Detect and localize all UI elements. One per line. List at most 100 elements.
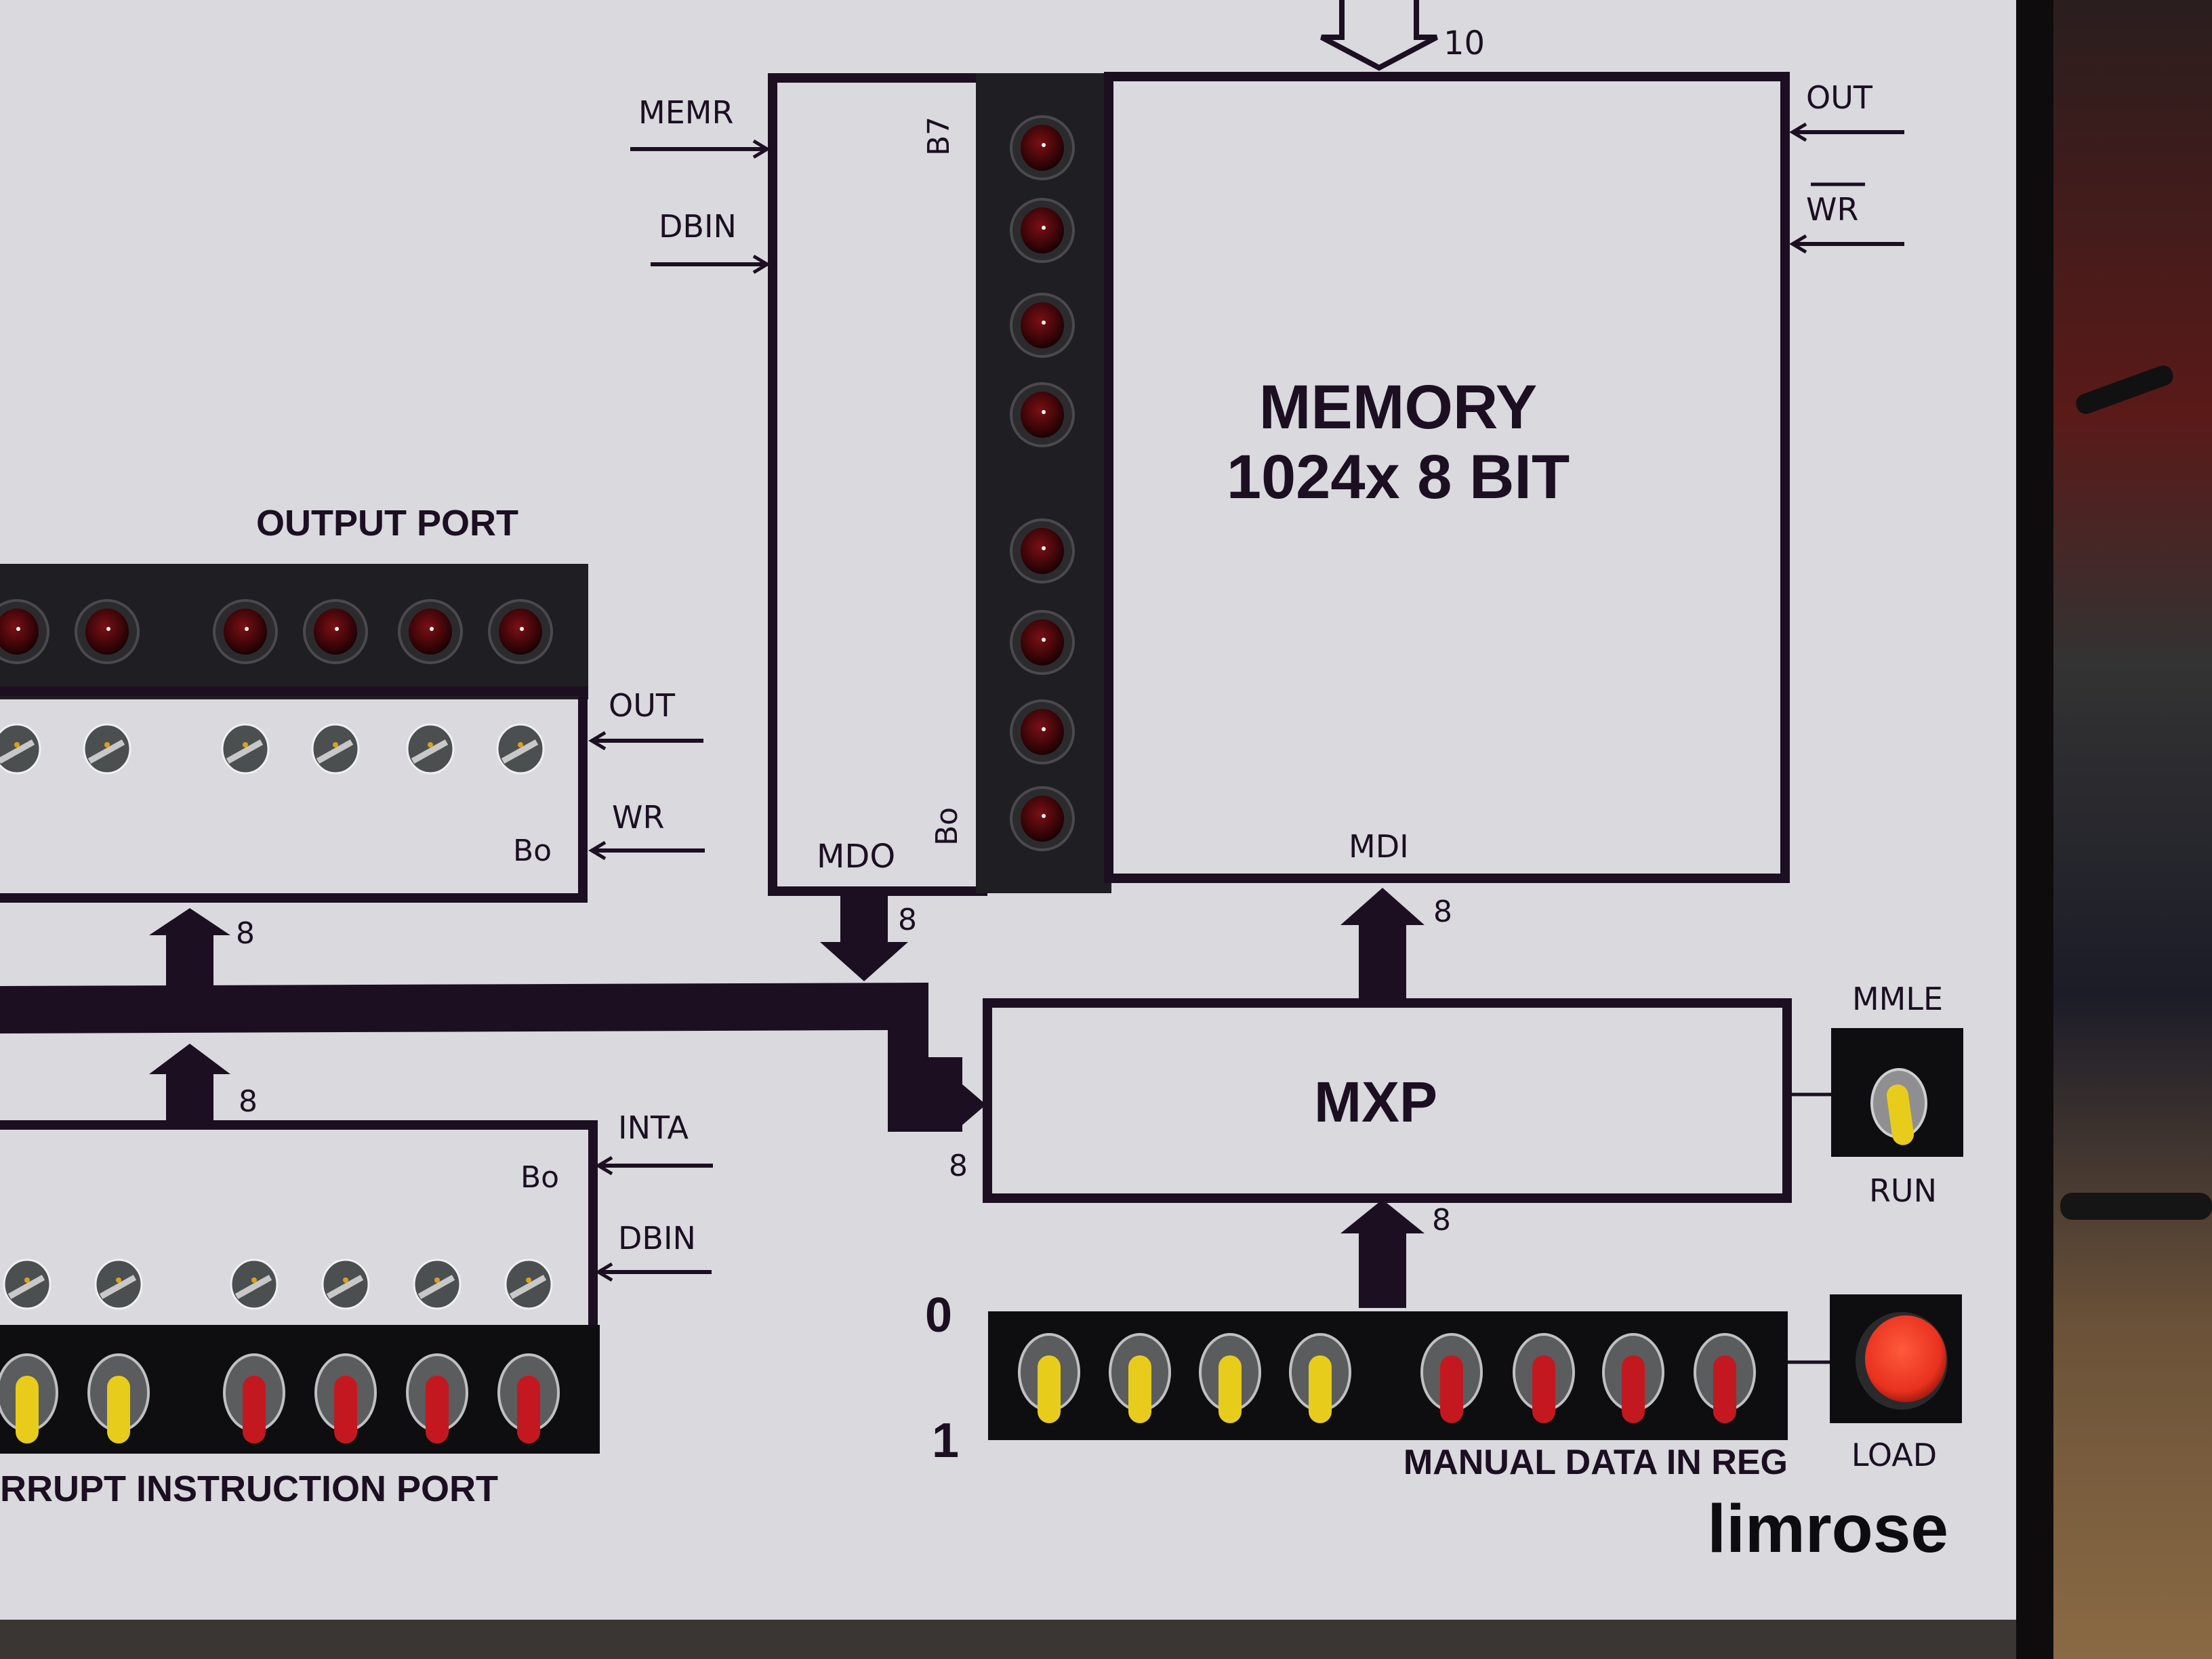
- memory-title: MEMORY: [1259, 373, 1538, 442]
- one-label: 1: [932, 1414, 959, 1468]
- manual-reg-toggle-strip: [988, 1311, 1788, 1440]
- interrupt-port-toggle-switch[interactable]: [497, 1353, 560, 1443]
- panel-frame-edge: [2016, 0, 2053, 1659]
- output-port-led: [488, 599, 553, 664]
- output-port-title: OUTPUT PORT: [256, 503, 518, 544]
- memory-led-strip: [976, 73, 1111, 893]
- output-port-b0-label: Bo: [513, 834, 552, 868]
- mdo-down-arrow-icon: [820, 895, 908, 981]
- output-port-led: [398, 599, 463, 664]
- manual-reg-toggle-switch-bit-0[interactable]: [1694, 1333, 1756, 1423]
- output-port-socket: [406, 723, 455, 775]
- mmle-label: MMLE: [1852, 981, 1943, 1017]
- wr-arrow-icon: [1789, 234, 1807, 254]
- wr-arrow-icon: [588, 840, 607, 861]
- run-label: RUN: [1869, 1172, 1937, 1209]
- output-port-bus-width: 8: [236, 916, 255, 951]
- memory-mdo-label: MDO: [817, 838, 895, 876]
- memory-led-2: [1010, 610, 1075, 675]
- output-port: OUTPUT PORT Bo OUT WR 8: [0, 503, 705, 986]
- manual-reg-title: MANUAL DATA IN REG: [1404, 1443, 1788, 1482]
- mdi-width: 8: [1433, 895, 1452, 929]
- dbin-arrow-icon: [595, 1262, 613, 1282]
- memory-led-column: [1010, 115, 1075, 851]
- manual-reg-toggle-row[interactable]: [1018, 1333, 1756, 1423]
- memory-b7-label: B7: [922, 117, 956, 156]
- memory-mdi-label: MDI: [1349, 828, 1409, 865]
- output-port-socket: [496, 723, 545, 775]
- memory-main-box: [1104, 72, 1790, 883]
- manual-reg-toggle-switch-bit-4[interactable]: [1289, 1333, 1351, 1423]
- mxp-bus-width: 8: [949, 1149, 968, 1183]
- memory-led-6: [1010, 198, 1075, 263]
- load-group: LOAD: [1830, 1294, 1962, 1473]
- interrupt-port-socket: [3, 1258, 52, 1310]
- memory-led-7: [1010, 115, 1075, 180]
- cable: [2076, 365, 2173, 414]
- interrupt-port-bus-width: 8: [239, 1084, 258, 1119]
- memr-arrow-icon: [752, 139, 771, 159]
- memory-led-3: [1010, 518, 1075, 583]
- load-button[interactable]: [1856, 1312, 1948, 1410]
- manual-data-in-register: 0 1 MANUAL DATA IN REG: [925, 1288, 1830, 1482]
- interrupt-port-toggle-switch[interactable]: [314, 1353, 377, 1443]
- manual-reg-toggle-switch-bit-3[interactable]: [1420, 1333, 1483, 1423]
- interrupt-port-socket: [413, 1258, 462, 1310]
- output-port-socket-row: [0, 723, 545, 775]
- mxp-box: [983, 998, 1792, 1203]
- manual-in-up-arrow-icon: [1340, 1200, 1425, 1308]
- interrupt-port-toggle-switch[interactable]: [0, 1353, 58, 1443]
- interrupt-port-dbin-label: DBIN: [618, 1220, 696, 1256]
- output-port-led: [75, 599, 140, 664]
- memory-wr-label: WR: [1806, 191, 1858, 228]
- output-port-box: [0, 687, 588, 903]
- address-bus-arrow-icon: [1320, 0, 1438, 71]
- dbin-arrow-icon: [752, 254, 771, 274]
- memory-led-0: [1010, 786, 1075, 851]
- manual-reg-toggle-switch-bit-6[interactable]: [1109, 1333, 1171, 1423]
- brand-logo: limrose: [1707, 1491, 1948, 1567]
- interrupt-port-up-arrow-icon: [149, 1044, 230, 1125]
- out-arrow-icon: [588, 731, 607, 751]
- interrupt-port-toggle-switch[interactable]: [223, 1353, 285, 1443]
- interrupt-port-socket: [321, 1258, 370, 1310]
- interrupt-port-toggle-switch[interactable]: [406, 1353, 468, 1443]
- output-port-wr-label: WR: [612, 799, 664, 836]
- output-port-socket: [0, 723, 41, 775]
- interrupt-instruction-port: 8 Bo INTA DBIN RRUPT INSTRUCTION PORT: [0, 1044, 713, 1509]
- output-port-socket: [221, 723, 270, 775]
- memory-led-1: [1010, 699, 1075, 764]
- memory-dbin-label: DBIN: [659, 208, 737, 245]
- interrupt-port-inta-label: INTA: [618, 1109, 689, 1146]
- interrupt-port-socket: [94, 1258, 143, 1310]
- manual-reg-toggle-switch-bit-7[interactable]: [1018, 1333, 1080, 1423]
- mmle-toggle-switch[interactable]: [1870, 1068, 1927, 1147]
- manual-in-width: 8: [1432, 1203, 1451, 1237]
- data-bus: [0, 983, 986, 1132]
- interrupt-port-socket: [504, 1258, 553, 1310]
- mmle-switch-group: MMLE RUN: [1831, 981, 1963, 1209]
- interrupt-port-toggle-row[interactable]: [0, 1353, 560, 1443]
- manual-reg-toggle-switch-bit-5[interactable]: [1199, 1333, 1261, 1423]
- output-port-socket: [311, 723, 360, 775]
- memory-memr-label: MEMR: [638, 94, 733, 131]
- output-port-led-row: [0, 599, 553, 664]
- memory-led-4: [1010, 382, 1075, 447]
- memory-capacity: 1024x 8 BIT: [1227, 443, 1570, 512]
- out-arrow-icon: [1789, 122, 1807, 142]
- zero-label: 0: [925, 1288, 952, 1343]
- manual-reg-toggle-switch-bit-1[interactable]: [1602, 1333, 1664, 1423]
- panel-bottom-frame: [0, 1620, 2016, 1659]
- interrupt-port-toggle-switch[interactable]: [87, 1353, 150, 1443]
- output-port-led: [213, 599, 278, 664]
- output-port-up-arrow-icon: [149, 908, 230, 986]
- memory-led-5: [1010, 293, 1075, 358]
- output-port-socket: [83, 723, 131, 775]
- memory-block: 10 B7 Bo MDO MDI MEMORY 1024x 8 BIT MEMR…: [630, 0, 1904, 1003]
- manual-reg-toggle-switch-bit-2[interactable]: [1513, 1333, 1575, 1423]
- address-bus-width: 10: [1443, 24, 1485, 62]
- mdi-up-arrow-icon: [1340, 888, 1425, 1003]
- interrupt-port-socket-row: [3, 1258, 553, 1310]
- memory-out-label: OUT: [1806, 79, 1873, 116]
- cable: [2060, 1193, 2212, 1220]
